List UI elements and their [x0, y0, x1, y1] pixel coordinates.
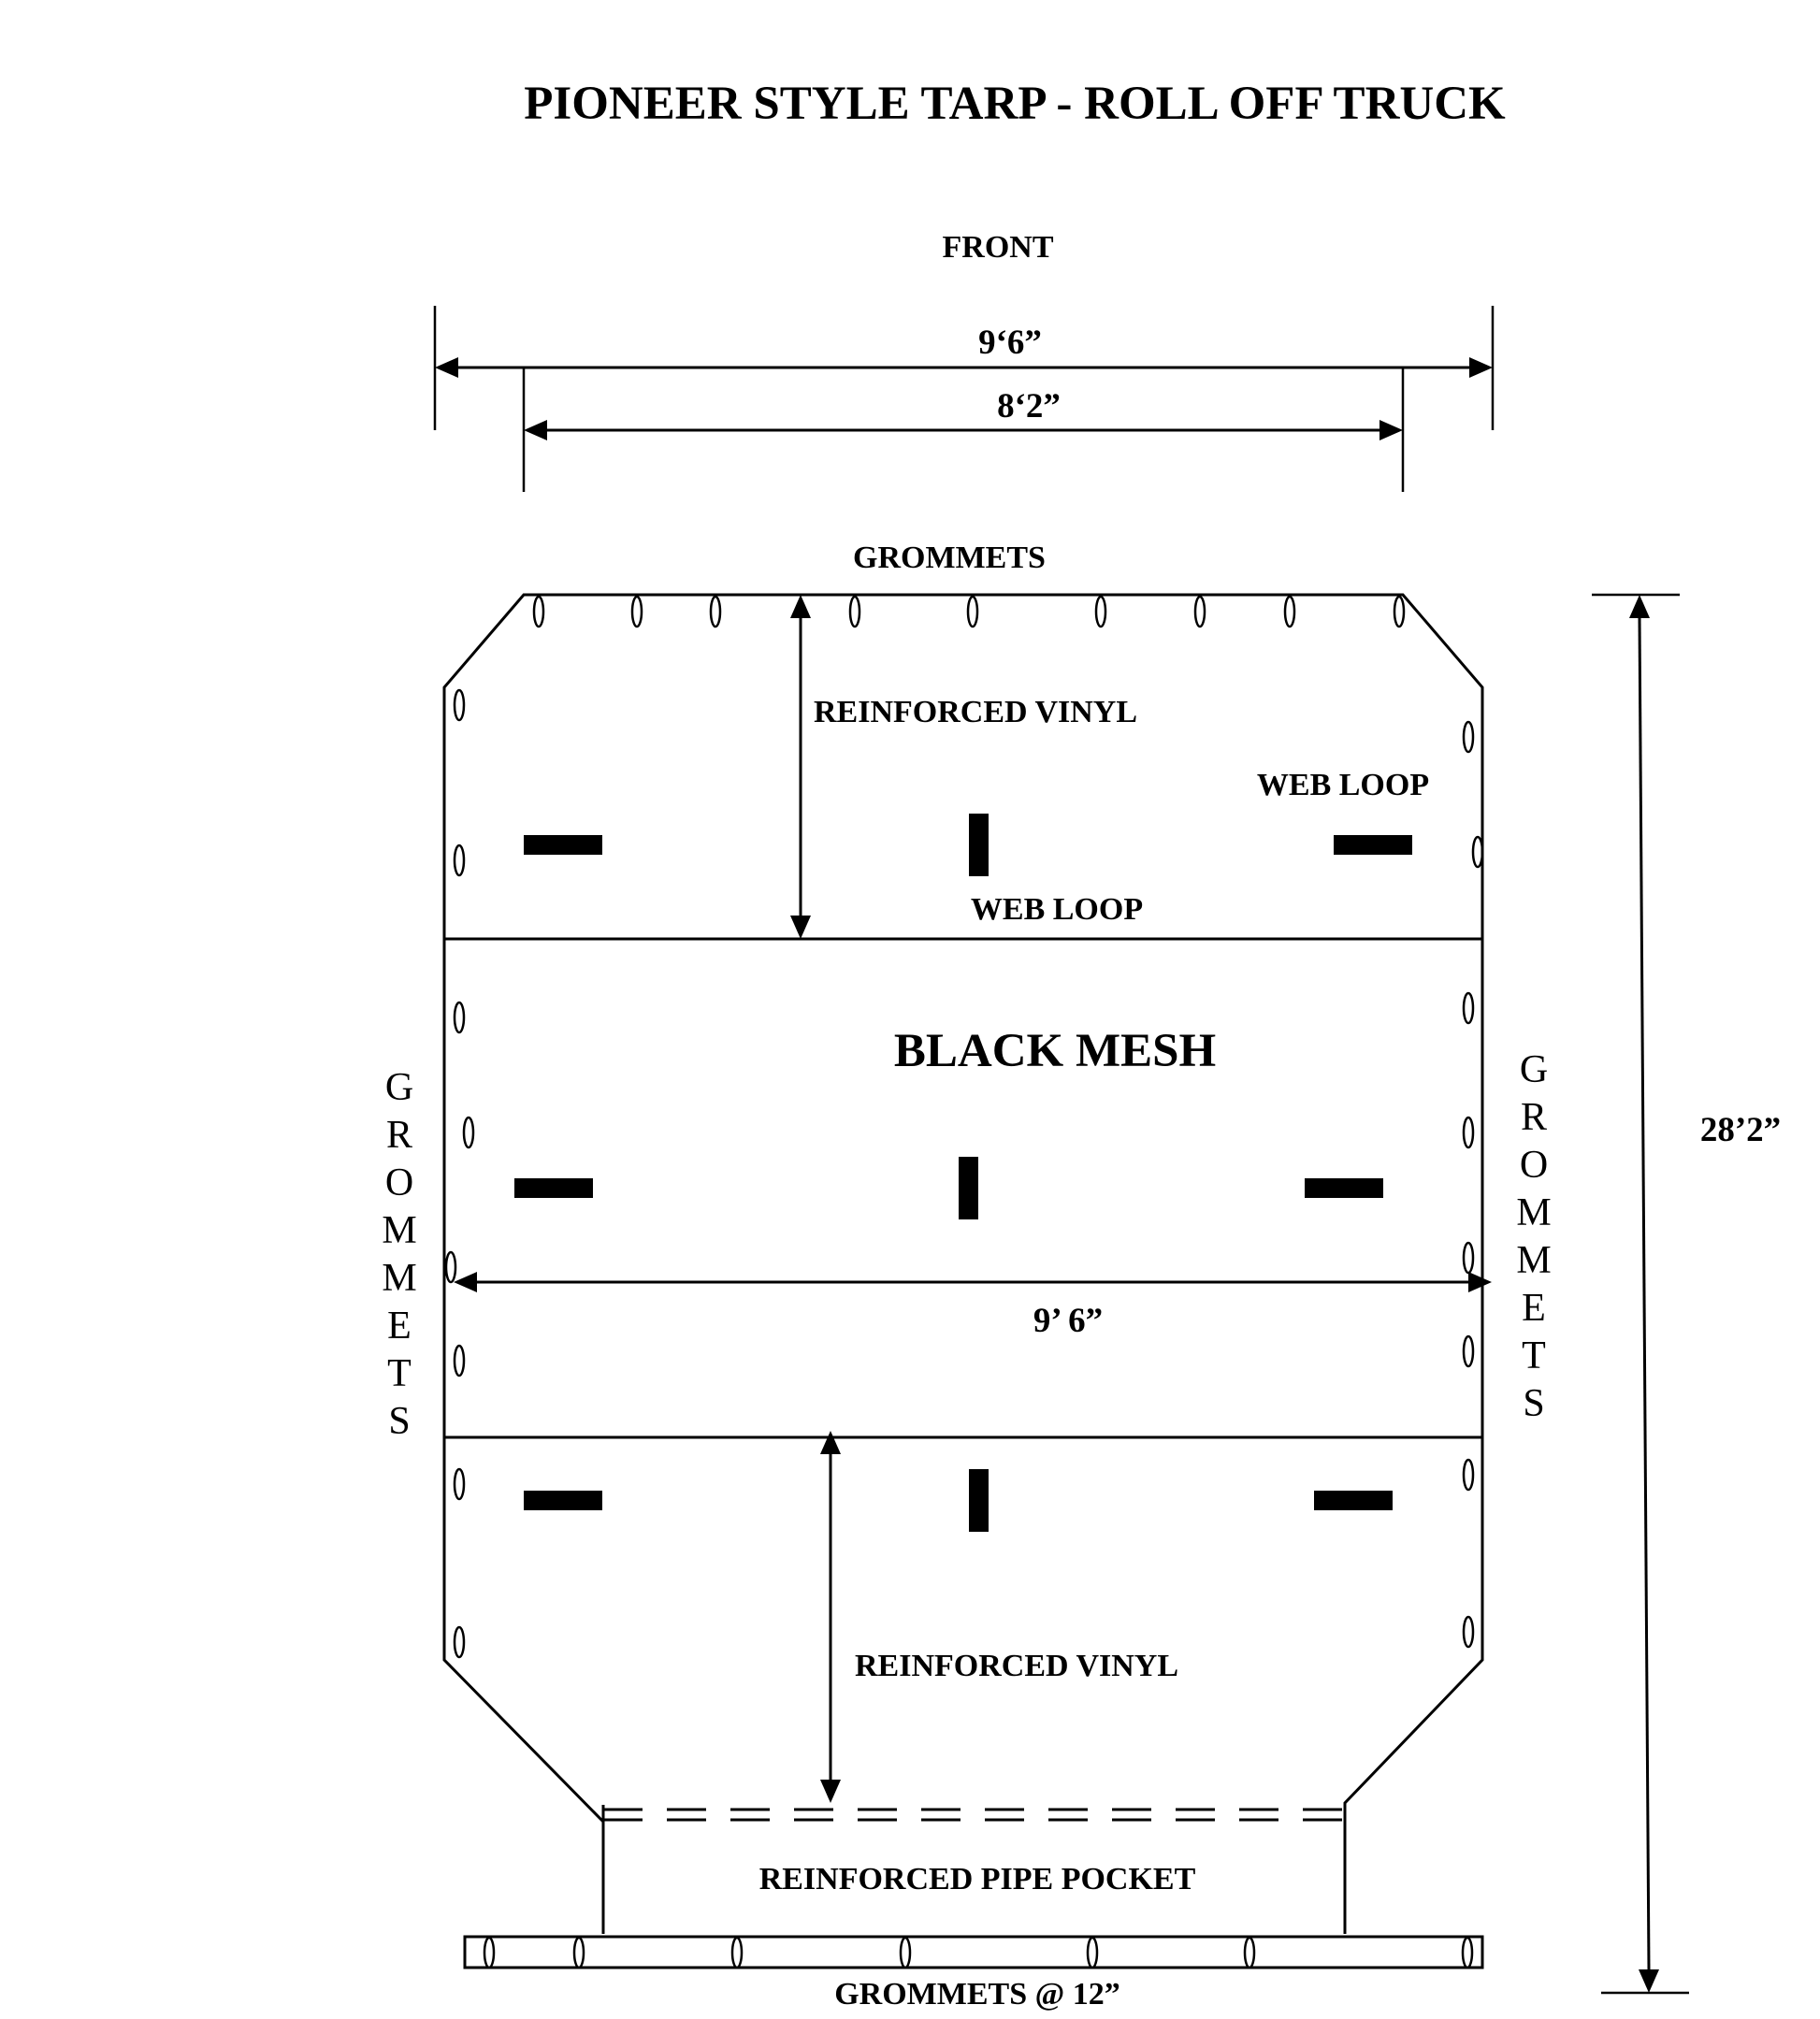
grommet	[453, 688, 466, 722]
inner-width-label: 8‘2”	[997, 387, 1061, 425]
grommet	[453, 1001, 466, 1034]
top-grommets-label: GROMMETS	[853, 541, 1046, 575]
grommet	[1471, 835, 1484, 869]
vertical-letter: O	[385, 1161, 413, 1204]
left-edge-grommets	[444, 688, 475, 1659]
grommet	[709, 595, 722, 628]
arrowhead	[524, 420, 547, 440]
grommet	[453, 844, 466, 877]
arrowhead	[435, 357, 458, 378]
grommet	[1462, 1615, 1475, 1649]
vertical-letter: E	[387, 1305, 412, 1348]
front-label: FRONT	[943, 230, 1054, 265]
vertical-letter: G	[385, 1066, 413, 1109]
arrowhead	[1639, 1969, 1659, 1993]
top-dimensions: 9‘6” 8‘2”	[433, 306, 1495, 492]
black-mesh-label: BLACK MESH	[894, 1025, 1216, 1077]
web-loop	[524, 1491, 602, 1510]
grommet	[1193, 595, 1206, 628]
grommet	[462, 1116, 475, 1149]
grommet	[966, 595, 979, 628]
web-loop	[524, 835, 602, 855]
arrowhead	[1629, 595, 1650, 618]
grommet	[1462, 1458, 1475, 1492]
left-side-grommets-label: G R O M M E T S	[382, 1066, 416, 1443]
arrowhead	[790, 595, 811, 618]
vertical-letter: S	[388, 1400, 410, 1443]
vertical-letter: M	[1516, 1239, 1551, 1282]
vertical-letter: M	[382, 1257, 416, 1300]
grommet	[1462, 991, 1475, 1025]
middle-width-dimension: 9’ 6”	[454, 1272, 1492, 1340]
arrowhead	[820, 1431, 841, 1454]
tarp-body-outline	[442, 593, 1484, 1934]
grommet	[1462, 1241, 1475, 1275]
reinforced-vinyl-bottom-label: REINFORCED VINYL	[855, 1649, 1178, 1683]
vertical-letter: E	[1522, 1287, 1546, 1330]
vertical-letter: R	[1521, 1096, 1547, 1139]
top-edge-grommets	[532, 595, 1406, 628]
grommet	[444, 1250, 457, 1284]
pipe-pocket-label: REINFORCED PIPE POCKET	[759, 1862, 1196, 1896]
reinforced-vinyl-top-label: REINFORCED VINYL	[814, 695, 1137, 729]
grommet	[1393, 595, 1406, 628]
grommet	[1462, 720, 1475, 754]
grommet	[899, 1936, 912, 1969]
arrowhead	[454, 1272, 477, 1292]
web-loops	[514, 814, 1412, 1532]
right-edge-grommets	[1462, 720, 1484, 1649]
grommet	[453, 1344, 466, 1377]
web-loop-center-label: WEB LOOP	[971, 892, 1143, 927]
pipe	[463, 1935, 1484, 1969]
grommet	[1462, 1334, 1475, 1368]
vertical-letter: T	[1522, 1334, 1546, 1377]
web-loop-right-label: WEB LOOP	[1257, 768, 1429, 802]
bottom-grommets-label: GROMMETS @ 12”	[834, 1977, 1120, 2012]
grommet	[532, 595, 545, 628]
grommet	[1461, 1936, 1474, 1969]
grommet	[572, 1936, 585, 1969]
arrowhead	[1468, 1272, 1492, 1292]
length-label: 28’2”	[1700, 1111, 1781, 1149]
pipe-grommets	[483, 1936, 1474, 1969]
grommet	[453, 1467, 466, 1501]
grommet	[483, 1936, 496, 1969]
page-title: PIONEER STYLE TARP - ROLL OFF TRUCK	[524, 78, 1506, 130]
grommet	[630, 595, 643, 628]
vertical-letter: G	[1520, 1048, 1548, 1091]
web-loop	[1314, 1491, 1393, 1510]
vertical-letter: R	[386, 1114, 412, 1157]
grommet	[1086, 1936, 1099, 1969]
web-loop	[514, 1178, 593, 1198]
vertical-letter: M	[1516, 1191, 1551, 1234]
outer-width-label: 9‘6”	[978, 324, 1042, 362]
vertical-letter: S	[1523, 1382, 1544, 1425]
vertical-letter: O	[1520, 1144, 1548, 1187]
grommet	[453, 1625, 466, 1659]
web-loop	[959, 1157, 978, 1219]
arrowhead	[1469, 357, 1493, 378]
grommet	[1462, 1116, 1475, 1149]
web-loop	[1305, 1178, 1383, 1198]
web-loop	[969, 1469, 989, 1532]
arrowhead	[790, 916, 811, 939]
grommet	[1283, 595, 1296, 628]
right-side-grommets-label: G R O M M E T S	[1516, 1048, 1551, 1425]
web-loop	[1334, 835, 1412, 855]
tarp-outline	[442, 593, 1484, 1969]
grommet	[848, 595, 861, 628]
arrowhead	[820, 1780, 841, 1803]
vertical-letter: M	[382, 1209, 416, 1252]
vinyl-arrows	[790, 595, 841, 1803]
length-dimension-line	[1638, 616, 1651, 1970]
middle-width-label: 9’ 6”	[1033, 1302, 1103, 1340]
arrowhead	[1379, 420, 1403, 440]
vertical-letter: T	[387, 1352, 412, 1395]
grommet	[730, 1936, 744, 1969]
length-dimension: 28’2”	[1592, 593, 1781, 1995]
web-loop	[969, 814, 989, 876]
grommet	[1243, 1936, 1256, 1969]
grommet	[1094, 595, 1107, 628]
